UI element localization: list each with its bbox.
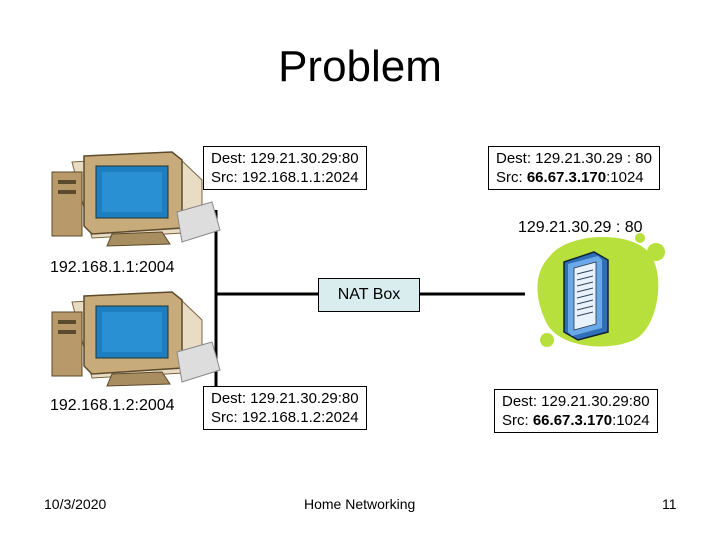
packet-src-ip: 66.67.3.170 [526, 169, 607, 186]
packet-src-prefix: Src: [496, 169, 527, 186]
packet-src-ip: 66.67.3.170 [532, 412, 613, 429]
packet-src: Src: 66.67.3.170:1024 [496, 168, 652, 187]
packet-src-prefix: Src: [502, 412, 533, 429]
nat-box: NAT Box [318, 278, 420, 312]
packet-box-top-left: Dest: 129.21.30.29:80 Src: 192.168.1.1:2… [203, 146, 367, 190]
computer-1-icon [51, 151, 221, 247]
footer-date: 10/3/2020 [44, 496, 107, 512]
packet-dest: Dest: 129.21.30.29:80 [502, 393, 650, 410]
packet-dest: Dest: 129.21.30.29:80 [211, 150, 359, 167]
packet-box-bottom-left: Dest: 129.21.30.29:80 Src: 192.168.1.2:2… [203, 386, 367, 430]
packet-box-bottom-right: Dest: 129.21.30.29:80 Src: 66.67.3.170:1… [494, 389, 658, 433]
packet-dest: Dest: 129.21.30.29:80 [211, 390, 359, 407]
server-address-label: 129.21.30.29 : 80 [518, 219, 643, 236]
page-number: 11 [662, 496, 677, 512]
computer-2-icon [51, 291, 221, 387]
host2-address-label: 192.168.1.2:2004 [50, 397, 175, 414]
packet-src-port: :1024 [612, 412, 650, 429]
packet-src: Src: 192.168.1.1:2024 [211, 169, 359, 186]
packet-src: Src: 192.168.1.2:2024 [211, 409, 359, 426]
host1-address-label: 192.168.1.1:2004 [50, 259, 175, 276]
server-icon [537, 233, 665, 347]
slide-title: Problem [278, 42, 442, 91]
packet-dest: Dest: 129.21.30.29 : 80 [496, 150, 652, 167]
packet-src-port: :1024 [606, 169, 644, 186]
packet-box-top-right: Dest: 129.21.30.29 : 80 Src: 66.67.3.170… [488, 146, 660, 190]
packet-src: Src: 66.67.3.170:1024 [502, 411, 650, 430]
footer-title: Home Networking [304, 496, 416, 512]
